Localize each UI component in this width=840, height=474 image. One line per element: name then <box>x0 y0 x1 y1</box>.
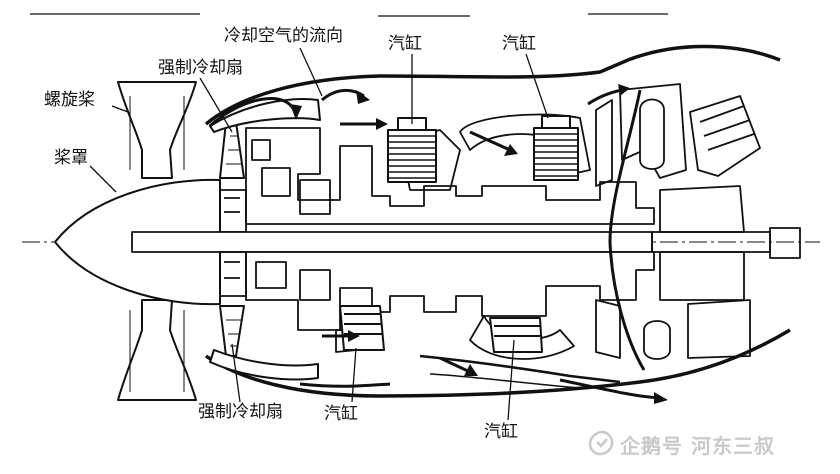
label-cylinder-bottom-2: 汽缸 <box>482 422 520 442</box>
label-propeller: 螺旋桨 <box>42 90 97 110</box>
watermark-text: 企鹅号 河东三叔 <box>620 434 775 458</box>
label-cooling-fan-bottom: 强制冷却扇 <box>196 402 285 422</box>
engine-body-lower <box>219 251 655 360</box>
top-margin-marks <box>30 13 668 17</box>
cooling-fan-bottom <box>219 305 245 357</box>
engine-body-upper <box>219 99 655 233</box>
penguin-account-icon <box>588 430 614 456</box>
label-airflow: 冷却空气的流向 <box>222 26 345 46</box>
rear-accessory-section <box>608 83 761 371</box>
airflow-arrows <box>208 88 661 400</box>
exhaust-duct <box>419 354 621 384</box>
cowling-bottom <box>204 328 791 398</box>
cylinder-bottom-1 <box>339 305 385 351</box>
label-cooling-fan-top: 强制冷却扇 <box>156 58 245 78</box>
propeller-blade-bottom <box>117 299 197 401</box>
leader-lines <box>89 47 549 421</box>
cylinder-bottom-2 <box>489 317 543 353</box>
cylinder-top-2 <box>533 115 579 181</box>
cooling-fan-top <box>219 121 245 179</box>
airflow-arrowheads <box>290 84 668 404</box>
cylinder-top-1 <box>387 117 437 183</box>
label-cylinder-top-1: 汽缸 <box>386 34 424 54</box>
label-cylinder-top-2: 汽缸 <box>500 34 538 54</box>
label-cylinder-bottom-1: 汽缸 <box>322 404 360 424</box>
propeller-blade-top <box>117 81 197 179</box>
label-spinner: 桨罩 <box>52 148 90 168</box>
